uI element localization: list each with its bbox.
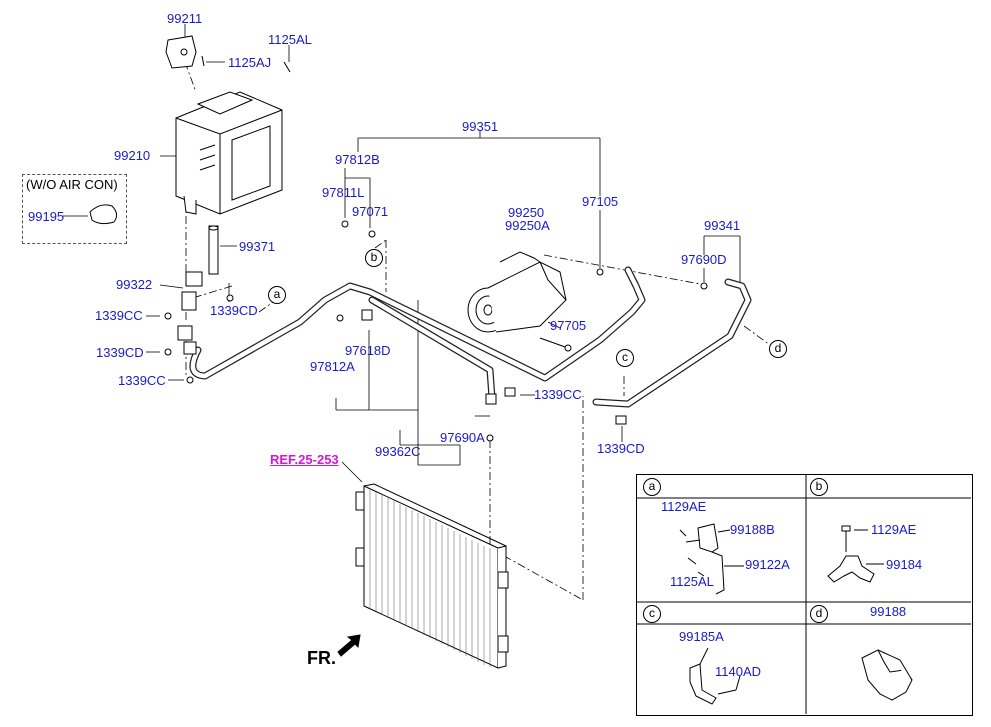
callout-c[interactable]: c	[616, 349, 634, 367]
detail-b-drawing	[827, 525, 884, 583]
part-label-1125al-top[interactable]: 1125AL	[268, 32, 312, 47]
detail-a-part-99122a[interactable]: 99122A	[745, 557, 790, 572]
part-label-97812a[interactable]: 97812A	[310, 359, 355, 374]
part-label-99371[interactable]: 99371	[239, 239, 276, 254]
part-label-1339cc-b[interactable]: 1339CC	[118, 373, 166, 388]
callout-b[interactable]: b	[365, 249, 383, 267]
without-aircon-box	[22, 174, 127, 244]
part-label-97618d[interactable]: 97618D	[345, 343, 391, 358]
reference-link[interactable]: REF.25-253	[270, 452, 339, 467]
part-label-99341[interactable]: 99341	[704, 218, 741, 233]
condenser	[355, 483, 509, 669]
bracket-part	[165, 35, 291, 73]
part-label-97105[interactable]: 97105	[582, 194, 619, 209]
part-label-97812b[interactable]: 97812B	[335, 152, 380, 167]
valve-group	[164, 271, 234, 384]
detail-c-part-1140ad[interactable]: 1140AD	[715, 664, 762, 679]
callout-d[interactable]: d	[769, 340, 787, 358]
detail-c-header: c	[643, 605, 661, 623]
fittings	[336, 220, 708, 442]
detail-a-part-1125al[interactable]: 1125AL	[670, 574, 714, 589]
detail-a-part-99188b[interactable]: 99188B	[730, 522, 775, 537]
detail-a-header: a	[643, 478, 661, 496]
part-label-1339cd-c[interactable]: 1339CD	[597, 441, 645, 456]
detail-d-header: d	[810, 605, 828, 623]
part-label-99195[interactable]: 99195	[28, 209, 65, 224]
detail-a-drawing	[679, 523, 744, 595]
detail-b-part-1129ae[interactable]: 1129AE	[871, 522, 917, 537]
detail-b-part-99184[interactable]: 99184	[886, 557, 923, 572]
part-label-97690d[interactable]: 97690D	[681, 252, 727, 267]
leader-lines	[62, 24, 741, 483]
part-label-99362c[interactable]: 99362C	[375, 444, 421, 459]
part-label-1339cd-a[interactable]: 1339CD	[210, 303, 258, 318]
detail-d-drawing	[861, 649, 913, 701]
part-label-99250a[interactable]: 99250A	[505, 218, 550, 233]
plug-part	[89, 204, 118, 225]
detail-c-part-99185a[interactable]: 99185A	[679, 629, 724, 644]
part-label-99250[interactable]: 99250	[508, 205, 545, 220]
detail-b-header: b	[810, 478, 828, 496]
front-arrow	[337, 634, 361, 657]
detail-d-part-99188[interactable]: 99188	[870, 604, 907, 619]
heater-unit	[175, 91, 283, 215]
part-label-1125aj[interactable]: 1125AJ	[228, 55, 272, 70]
hose-inner	[190, 267, 751, 407]
detail-c-drawing	[689, 647, 741, 705]
part-label-97690a[interactable]: 97690A	[440, 430, 485, 445]
part-label-97705[interactable]: 97705	[550, 318, 587, 333]
part-label-99322[interactable]: 99322	[116, 277, 153, 292]
detail-a-part-1129ae[interactable]: 1129AE	[661, 499, 707, 514]
detail-grid	[636, 474, 971, 714]
part-label-97071[interactable]: 97071	[352, 204, 389, 219]
part-label-97811l[interactable]: 97811L	[322, 185, 365, 200]
callout-a[interactable]: a	[268, 286, 286, 304]
compressor	[467, 251, 567, 333]
front-label: FR.	[307, 648, 336, 668]
without-aircon-label: (W/O AIR CON)	[26, 177, 118, 192]
part-label-99211[interactable]: 99211	[167, 11, 203, 26]
part-label-1339cc-a[interactable]: 1339CC	[95, 308, 143, 323]
condenser-fins	[369, 490, 491, 667]
part-label-1339cd-b[interactable]: 1339CD	[96, 345, 144, 360]
part-label-1339cc-c[interactable]: 1339CC	[534, 387, 582, 402]
part-label-99210[interactable]: 99210	[114, 148, 151, 163]
detail-table	[636, 474, 973, 716]
drain-hose	[208, 225, 219, 275]
part-label-99351[interactable]: 99351	[462, 119, 499, 134]
